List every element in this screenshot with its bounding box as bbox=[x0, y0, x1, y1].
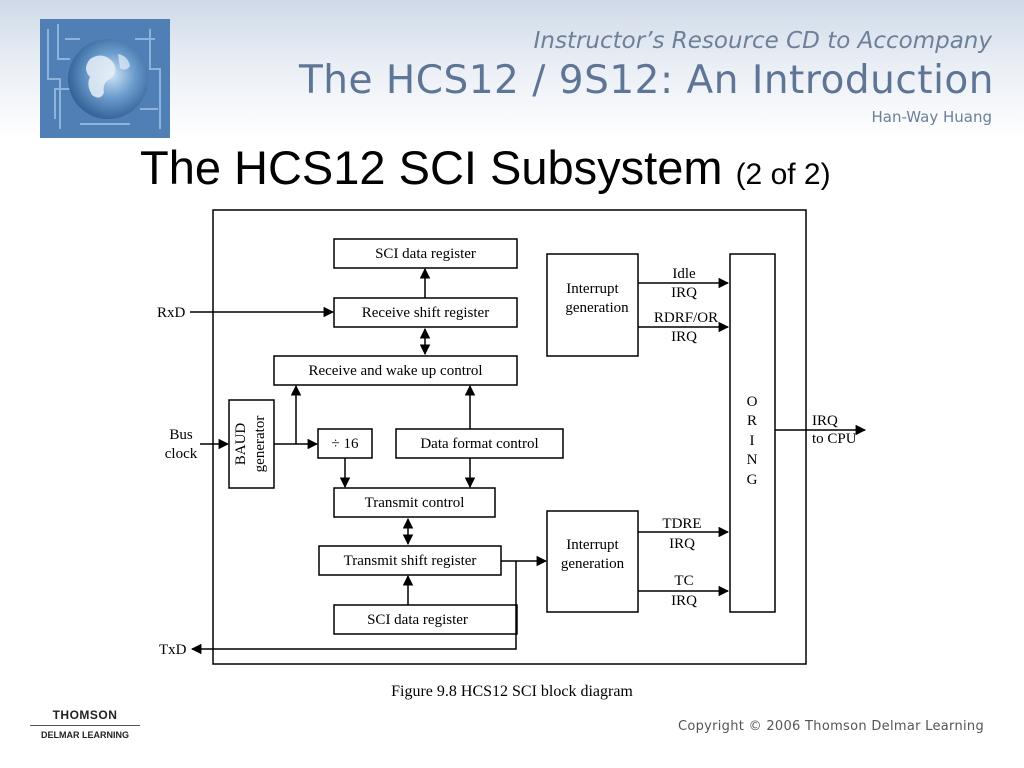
interrupt-generation-top-block: Interrupt generation bbox=[546, 253, 639, 357]
oring-letter-4: N bbox=[747, 452, 758, 468]
interrupt-generation-bottom-block: Interrupt generation bbox=[546, 510, 639, 613]
sci-data-register-bottom-block: SCI data register bbox=[333, 604, 518, 635]
receive-wakeup-control-block: Receive and wake up control bbox=[273, 355, 518, 386]
tc-irq-label-line2: IRQ bbox=[671, 593, 697, 609]
divide-16-block: ÷ 16 bbox=[317, 428, 373, 459]
interrupt-generation-top-line1: Interrupt bbox=[566, 281, 619, 297]
txd-path bbox=[190, 561, 517, 655]
banner-book-title: The HCS12 / 9S12: An Introduction bbox=[298, 58, 994, 103]
bus-clock-label-line1: Bus bbox=[169, 427, 193, 443]
receive-wakeup-control-label: Receive and wake up control bbox=[308, 363, 482, 379]
slide-title-main: The HCS12 SCI Subsystem bbox=[140, 141, 723, 194]
interrupt-generation-bottom-line1: Interrupt bbox=[566, 537, 619, 553]
receive-shift-register-label: Receive shift register bbox=[362, 305, 489, 321]
publisher-name-top: THOMSON bbox=[52, 708, 118, 722]
rdrf-or-irq-label-line1: RDRF/OR bbox=[654, 310, 718, 326]
idle-irq-label-line2: IRQ bbox=[671, 285, 697, 301]
baud-generator-label-line2: generator bbox=[252, 416, 268, 473]
figure-caption: Figure 9.8 HCS12 SCI block diagram bbox=[391, 683, 633, 700]
data-format-control-block: Data format control bbox=[395, 428, 564, 459]
receive-shift-register-block: Receive shift register bbox=[333, 297, 518, 328]
oring-letter-2: R bbox=[747, 413, 757, 429]
banner-author: Han-Way Huang bbox=[871, 108, 993, 126]
tdre-irq-label-line1: TDRE bbox=[662, 516, 701, 532]
interrupt-generation-bottom-line2: generation bbox=[561, 556, 625, 572]
circuit-globe-logo bbox=[40, 19, 170, 138]
rdrf-or-irq-label-line2: IRQ bbox=[671, 329, 697, 345]
baud-generator-block: BAUD generator bbox=[228, 399, 275, 489]
data-format-control-label: Data format control bbox=[420, 436, 538, 452]
sci-data-register-bottom-label: SCI data register bbox=[367, 612, 468, 628]
banner-subtitle: Instructor’s Resource CD to Accompany bbox=[533, 28, 992, 54]
transmit-shift-register-block: Transmit shift register bbox=[318, 545, 502, 576]
bus-clock-label-line2: clock bbox=[165, 446, 198, 462]
oring-block: O R I N G bbox=[729, 253, 776, 613]
sci-data-register-top-label: SCI data register bbox=[375, 246, 476, 262]
copyright-notice: Copyright © 2006 Thomson Delmar Learning bbox=[677, 719, 984, 734]
txd-label: TxD bbox=[159, 642, 187, 658]
transmit-control-label: Transmit control bbox=[365, 495, 465, 511]
divide-16-label: ÷ 16 bbox=[332, 436, 359, 452]
baud-generator-label-line1: BAUD bbox=[233, 423, 249, 466]
transmit-shift-register-label: Transmit shift register bbox=[344, 553, 477, 569]
slide-title-suffix: (2 of 2) bbox=[735, 158, 831, 191]
irq-to-cpu-label-line2: to CPU bbox=[812, 431, 857, 447]
oring-letter-3: I bbox=[750, 433, 755, 449]
slide-title: The HCS12 SCI Subsystem (2 of 2) bbox=[140, 140, 831, 195]
idle-irq-label-line1: Idle bbox=[672, 266, 696, 282]
transmit-control-block: Transmit control bbox=[333, 487, 496, 518]
rxd-label: RxD bbox=[157, 305, 186, 321]
oring-letter-1: O bbox=[747, 394, 758, 410]
tdre-irq-label-line2: IRQ bbox=[669, 536, 695, 552]
oring-letter-5: G bbox=[747, 472, 758, 488]
tc-irq-label-line1: TC bbox=[674, 573, 693, 589]
interrupt-generation-top-line2: generation bbox=[565, 300, 629, 316]
diagram-frame bbox=[212, 209, 807, 665]
sci-data-register-top-block: SCI data register bbox=[333, 238, 518, 269]
thomson-delmar-logo: THOMSON DELMAR LEARNING bbox=[30, 708, 140, 744]
header-banner: Instructor’s Resource CD to Accompany Th… bbox=[0, 0, 1024, 140]
publisher-name-bottom: DELMAR LEARNING bbox=[41, 730, 129, 740]
irq-to-cpu-label-line1: IRQ bbox=[812, 413, 838, 429]
publisher-divider bbox=[30, 725, 140, 726]
